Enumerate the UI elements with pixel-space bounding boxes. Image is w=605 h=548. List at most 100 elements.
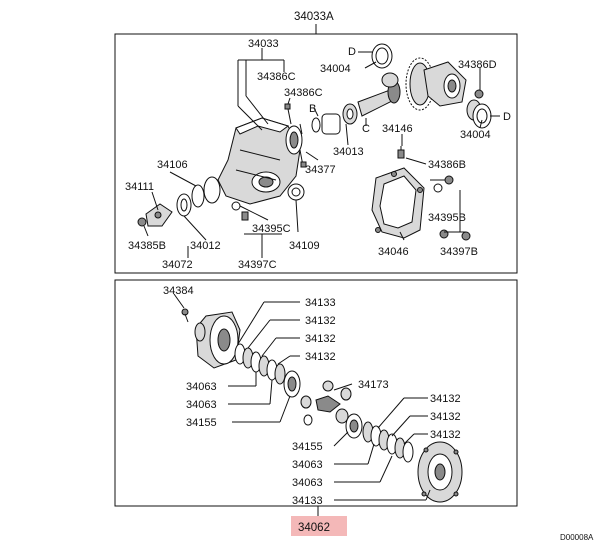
label-34132-6: 34132 (430, 429, 461, 441)
case-hole (453, 491, 459, 497)
case-hole (423, 447, 429, 453)
pinion-rear-bearing (381, 72, 399, 88)
washer-34395c (231, 201, 241, 211)
label-34395b: 34395B (428, 212, 466, 224)
pinion-gear (322, 380, 334, 392)
pressure-ring-right-bore (349, 419, 359, 433)
leader (405, 157, 427, 165)
leader (377, 397, 405, 429)
nut-34397b (461, 231, 471, 241)
cover-bolt (417, 187, 423, 193)
rear-cover (371, 167, 425, 239)
label-34386b: 34386B (428, 159, 466, 171)
leader (333, 431, 349, 447)
lower-panel: 34384 34133 34132 34132 34132 34063 3417… (114, 279, 518, 507)
leader (295, 199, 299, 233)
label-34132-4: 34132 (430, 393, 461, 405)
label-34072: 34072 (162, 259, 193, 271)
oil-seal-34109-inner (291, 187, 301, 197)
label-34384: 34384 (163, 285, 194, 297)
leader (367, 443, 375, 465)
breather-body (397, 149, 405, 159)
leader (247, 319, 271, 349)
label-34111: 34111 (125, 181, 154, 193)
case-left-bore (217, 328, 231, 352)
stud-nut (284, 103, 291, 110)
leader (143, 225, 149, 237)
thrust-washer (303, 414, 313, 426)
leader (403, 433, 415, 445)
label-34155-2: 34155 (292, 441, 323, 453)
leader (173, 293, 185, 309)
label-34132-5: 34132 (430, 411, 461, 423)
companion-flange-parts (137, 184, 249, 227)
housing-front-bore (289, 131, 299, 149)
leader (151, 191, 159, 211)
leader (239, 205, 269, 221)
label-34385b: 34385B (128, 240, 166, 252)
label-34106: 34106 (157, 159, 188, 171)
leader (287, 97, 291, 105)
label-34386c-1: 34386C (257, 71, 296, 83)
label-d-top: D (348, 46, 356, 58)
label-34046: 34046 (378, 246, 409, 258)
clutch-stack-right (345, 413, 414, 463)
leader (261, 337, 277, 357)
label-34004-right: 34004 (460, 129, 491, 141)
leader (364, 61, 377, 69)
leader (169, 171, 197, 187)
leader (269, 379, 273, 405)
pinion-gear (340, 387, 352, 401)
flange-hub (154, 211, 162, 219)
label-34013: 34013 (333, 146, 364, 158)
assembly-part-number: 34062 (298, 522, 330, 534)
assembly-part-highlight (291, 516, 347, 536)
drawing-code: D00008A (560, 533, 594, 542)
breather-plug (397, 146, 405, 159)
label-34386d: 34386D (458, 59, 497, 71)
screw-shank (184, 313, 189, 323)
label-34063-3: 34063 (292, 459, 323, 471)
cover-bolt (391, 171, 397, 177)
side-gear (335, 408, 349, 424)
label-34063-2: 34063 (186, 399, 217, 411)
label-34395c: 34395C (252, 223, 291, 235)
leader (237, 301, 265, 345)
nut-34397b (439, 229, 449, 239)
label-34397b: 34397B (440, 246, 478, 258)
washer-34395b (433, 183, 443, 193)
upper-panel-frame (114, 33, 518, 274)
upper-leader-lines (143, 48, 500, 258)
lsd-case-left (181, 308, 241, 369)
oil-seal-34012-inner (180, 198, 188, 212)
ring-gear-assembly (405, 57, 492, 129)
label-d-right: D (503, 111, 511, 123)
case-bore-inner (447, 79, 457, 93)
label-34033: 34033 (248, 38, 279, 50)
leader (279, 395, 291, 423)
shim-34004-right-inner (476, 108, 488, 124)
leader (183, 215, 207, 241)
leader (305, 151, 319, 161)
assembly-title: 34033A (294, 11, 334, 23)
carrier-housing-drawing (203, 117, 303, 205)
cover-bolt (375, 227, 381, 233)
housing-top-face (235, 117, 290, 135)
label-34132-1: 34132 (305, 315, 336, 327)
pinion-parts (311, 43, 401, 135)
bolt-34386b (444, 175, 454, 185)
leader (425, 489, 431, 501)
leader (479, 119, 483, 129)
lower-panel-frame (114, 279, 518, 507)
label-34133-bottom: 34133 (292, 495, 323, 507)
disc (274, 363, 286, 385)
label-34397c: 34397C (238, 259, 277, 271)
shim-34004-top-inner (375, 47, 389, 65)
label-34155-1: 34155 (186, 417, 217, 429)
stud (299, 123, 303, 135)
pinion-cross (300, 380, 352, 426)
label-34109: 34109 (289, 240, 320, 252)
nut-34397c (241, 211, 249, 221)
label-34063-4: 34063 (292, 477, 323, 489)
leader (391, 415, 411, 437)
